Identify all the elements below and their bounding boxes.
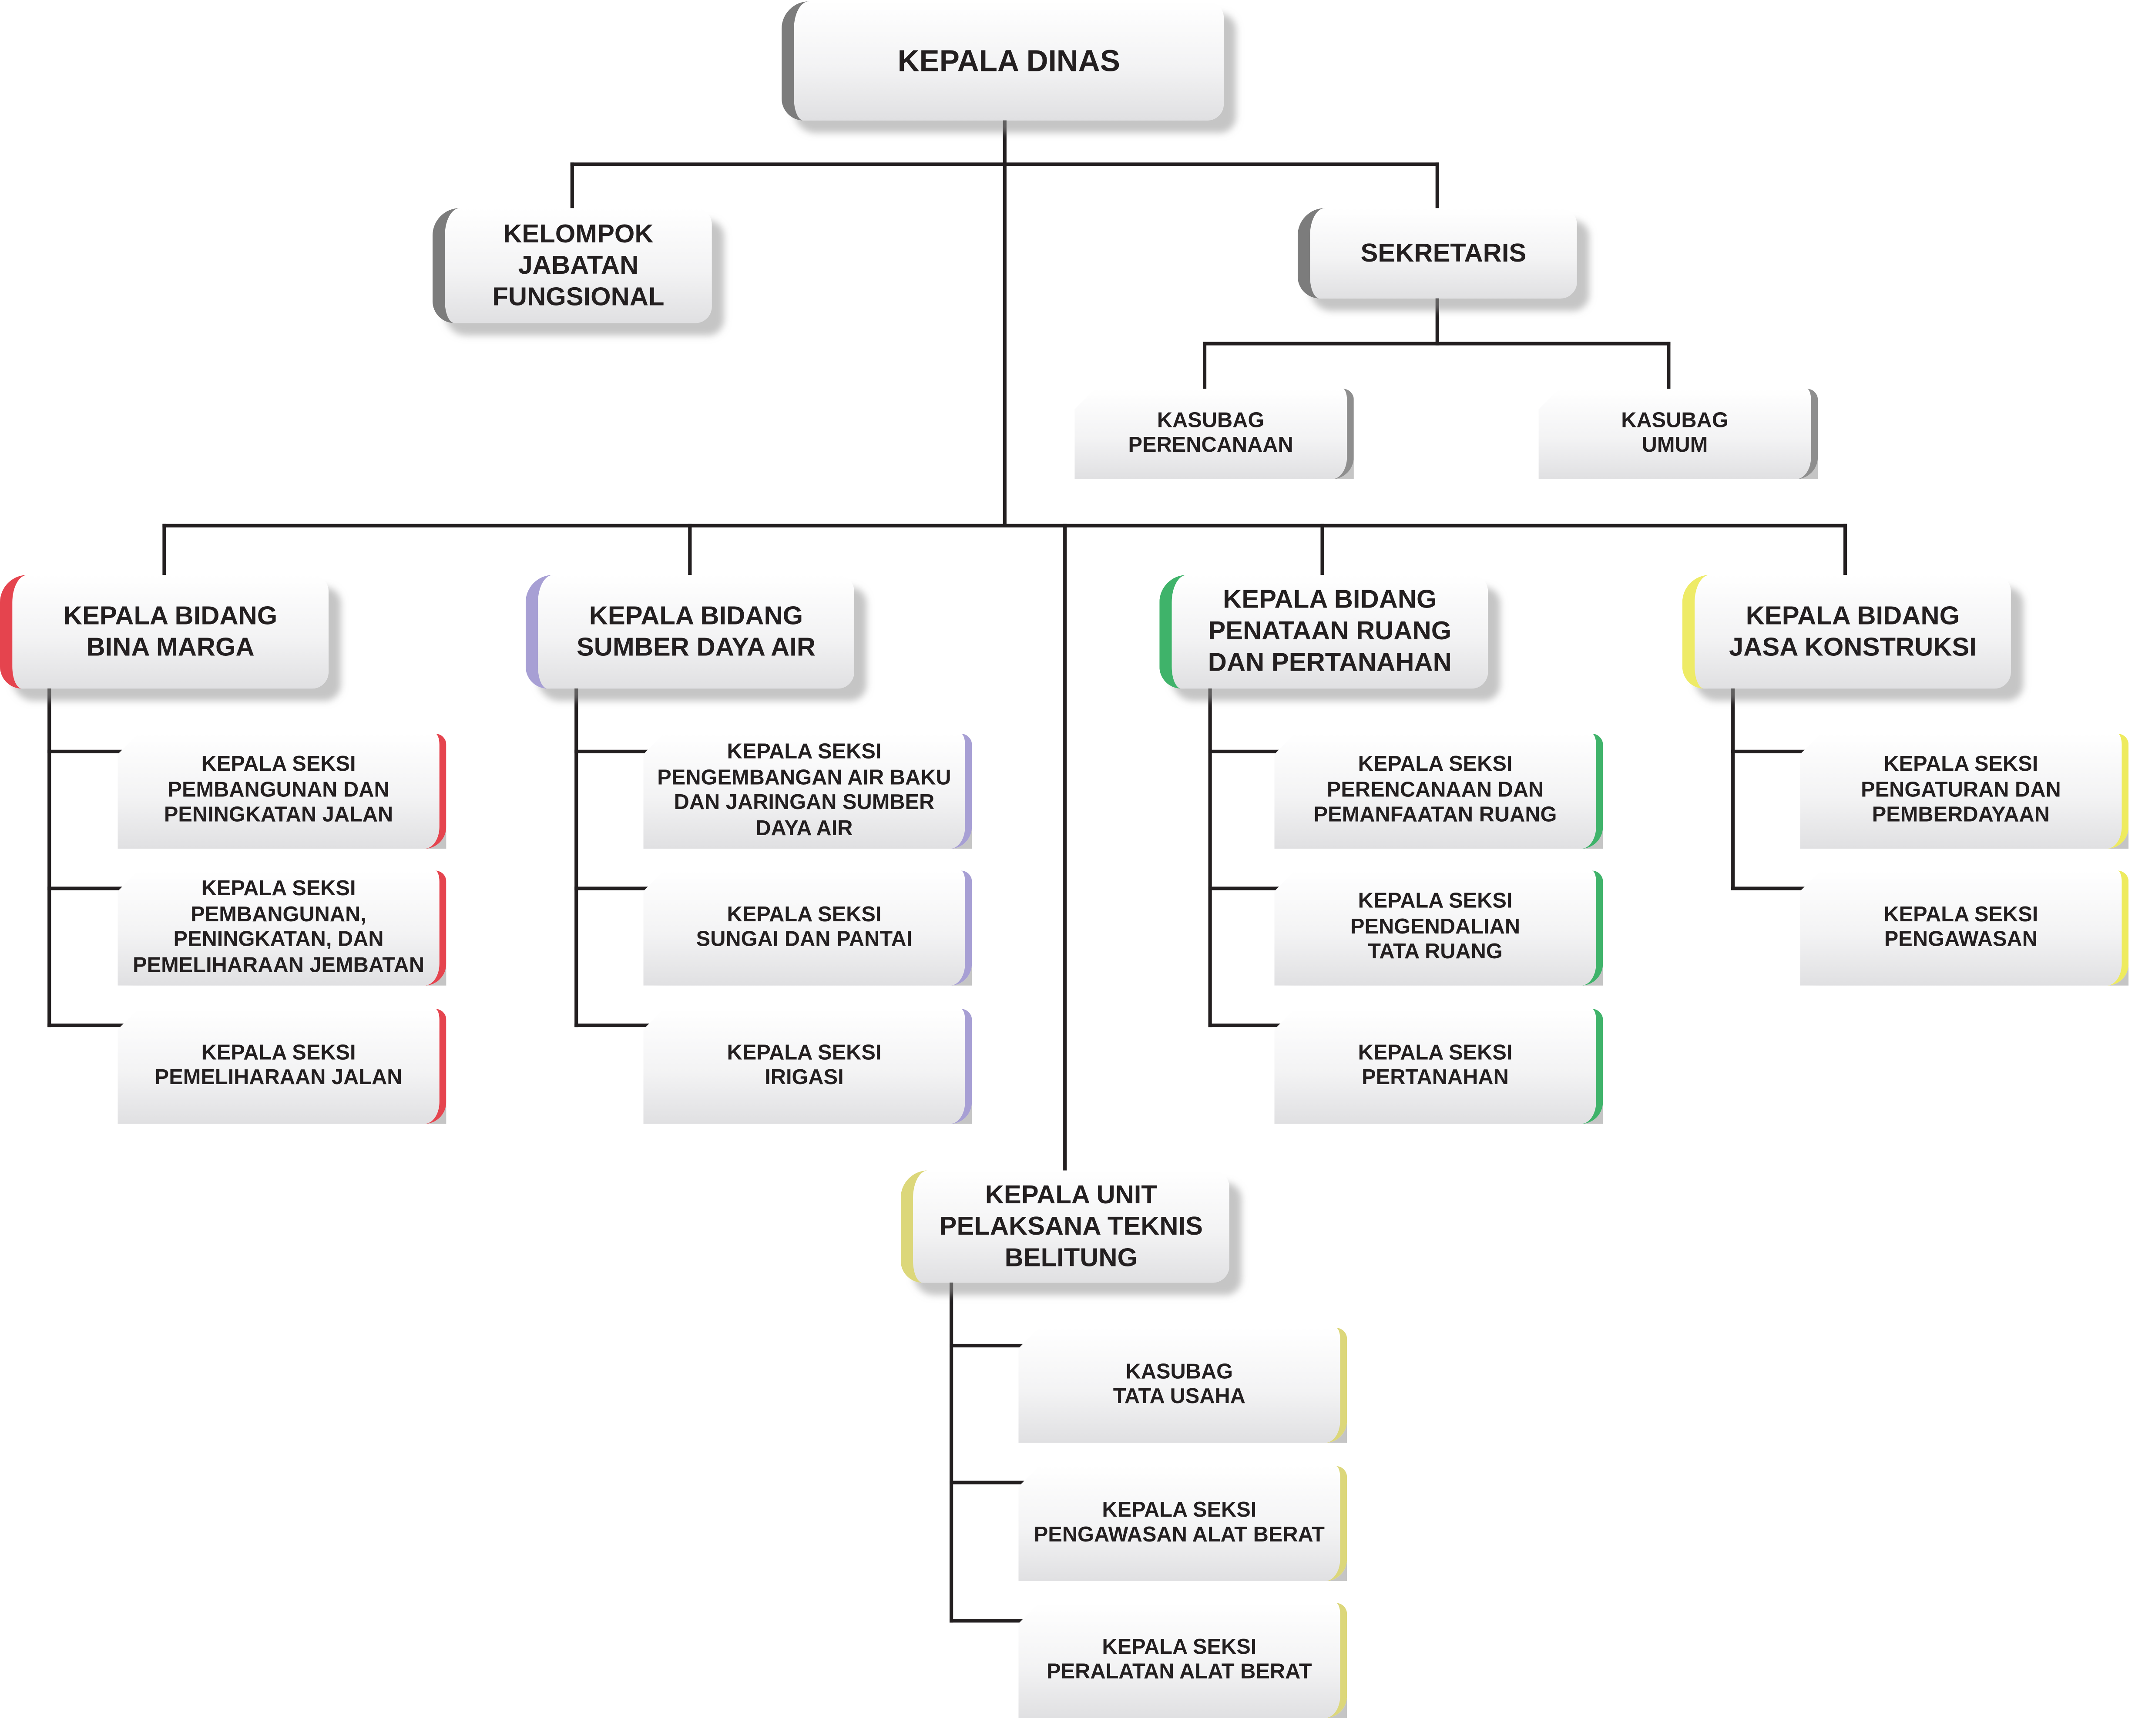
- seksi-pengaturan-pemberdayaan-box: KEPALA SEKSI PENGATURAN DAN PEMBERDAYAAN: [1800, 733, 2129, 849]
- kasubag-umum-box: KASUBAG UMUM: [1538, 389, 1818, 479]
- seksi-irigasi-box: KEPALA SEKSI IRIGASI: [643, 1009, 972, 1124]
- seksi-pemeliharaan-jalan-box: KEPALA SEKSI PEMELIHARAAN JALAN: [117, 1009, 446, 1124]
- seksi-peralatan-alat-berat-box: KEPALA SEKSI PERALATAN ALAT BERAT: [1018, 1603, 1347, 1718]
- sekretaris-box: SEKRETARIS: [1297, 208, 1577, 299]
- seksi-jembatan-box: KEPALA SEKSI PEMBANGUNAN, PENINGKATAN, D…: [117, 870, 446, 986]
- seksi-pengawasan-alat-berat-box: KEPALA SEKSI PENGAWASAN ALAT BERAT: [1018, 1466, 1347, 1582]
- kepala-bidang-bina-marga-box: KEPALA BIDANG BINA MARGA: [0, 575, 329, 689]
- kasubag-tata-usaha-box: KASUBAG TATA USAHA: [1018, 1328, 1347, 1443]
- seksi-pengendalian-tata-ruang-box: KEPALA SEKSI PENGENDALIAN TATA RUANG: [1274, 870, 1603, 986]
- seksi-perencanaan-ruang-box: KEPALA SEKSI PERENCANAAN DAN PEMANFAATAN…: [1274, 733, 1603, 849]
- kepala-dinas-box: KEPALA DINAS: [782, 1, 1224, 121]
- kepala-bidang-sumber-daya-air-box: KEPALA BIDANG SUMBER DAYA AIR: [525, 575, 854, 689]
- seksi-air-baku-box: KEPALA SEKSI PENGEMBANGAN AIR BAKU DAN J…: [643, 733, 972, 849]
- seksi-pertanahan-box: KEPALA SEKSI PERTANAHAN: [1274, 1009, 1603, 1124]
- kelompok-jabatan-fungsional-box: KELOMPOK JABATAN FUNGSIONAL: [432, 208, 712, 323]
- kepala-bidang-jasa-konstruksi-box: KEPALA BIDANG JASA KONSTRUKSI: [1682, 575, 2011, 689]
- seksi-pembangunan-jalan-box: KEPALA SEKSI PEMBANGUNAN DAN PENINGKATAN…: [117, 733, 446, 849]
- kepala-upt-belitung-box: KEPALA UNIT PELAKSANA TEKNIS BELITUNG: [900, 1170, 1229, 1283]
- kepala-bidang-penataan-ruang-box: KEPALA BIDANG PENATAAN RUANG DAN PERTANA…: [1159, 575, 1488, 689]
- seksi-pengawasan-box: KEPALA SEKSI PENGAWASAN: [1800, 870, 2129, 986]
- seksi-sungai-pantai-box: KEPALA SEKSI SUNGAI DAN PANTAI: [643, 870, 972, 986]
- kasubag-perencanaan-box: KASUBAG PERENCANAAN: [1074, 389, 1354, 479]
